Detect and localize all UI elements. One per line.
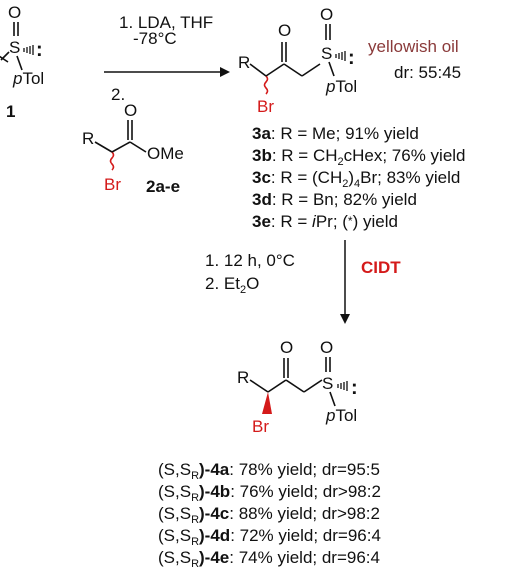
product4-hashed-bond [337, 381, 348, 391]
product4-br: Br [252, 417, 269, 436]
reagent2-r-bond [94, 141, 113, 153]
step2-cond1: 1. 12 h, 0°C [205, 251, 295, 270]
step1-cond1: 1. LDA, THF [119, 13, 213, 32]
product4-r-bond [249, 379, 269, 393]
reagent1-sulfur: S [9, 38, 20, 57]
step2-arrow-head [340, 314, 350, 324]
reagent1-tol-bond [16, 55, 23, 71]
step2-cond2: 2. Et2O [205, 274, 259, 296]
reagent2-ome: OMe [147, 144, 184, 163]
product4-lone-pair: : [351, 377, 358, 399]
reagent1-hashed-bond [23, 45, 34, 55]
entry-4a: (S,SR)-4a: 78% yield; dr=95:5 [158, 460, 380, 482]
product-3-structure: R Br O O S : pTol yellowish oil dr: 55:4… [238, 5, 461, 116]
product4-wedge-bond [262, 392, 272, 414]
product-4-entries: (S,SR)-4a: 78% yield; dr=95:5 (S,SR)-4b:… [158, 460, 381, 570]
product4-ptol: pTol [325, 406, 357, 425]
reagent1-ptol: pTol [12, 69, 44, 88]
entry-3c: 3c: R = (CH2)4Br; 83% yield [252, 168, 460, 190]
product4-r: R [237, 368, 249, 387]
step2-conditions: 1. 12 h, 0°C 2. Et2O CIDT [205, 240, 401, 324]
product4-o2: O [320, 338, 333, 357]
entry-4c: (S,SR)-4c: 88% yield; dr>98:2 [158, 504, 380, 526]
step1-cond2: 2. [111, 85, 125, 104]
step1-cond1b: -78°C [133, 29, 177, 48]
reagent1-lone-pair: : [36, 39, 43, 61]
product3-tol-bond [328, 61, 335, 77]
product4-s: S [322, 374, 333, 393]
entry-3b: 3b: R = CH2cHex; 76% yield [252, 146, 466, 168]
product-3-entries: 3a: R = Me; 91% yield 3b: R = CH2cHex; 7… [252, 124, 466, 231]
entry-4e: (S,SR)-4e: 74% yield; dr=96:4 [158, 548, 380, 570]
reagent2-br: Br [104, 175, 121, 194]
product3-lone-pair: : [348, 47, 355, 69]
product3-wavy-bond [263, 75, 269, 95]
product3-dr: dr: 55:45 [394, 63, 461, 82]
product3-ketone-bond [265, 63, 285, 77]
product3-cs-bond [301, 63, 321, 77]
entry-4d: (S,SR)-4d: 72% yield; dr=96:4 [158, 526, 381, 548]
step1-arrow-head [220, 67, 230, 77]
reagent1-label: 1 [6, 102, 15, 121]
product3-o2: O [320, 5, 333, 24]
product3-ptol: pTol [325, 77, 357, 96]
product3-hashed-bond [335, 51, 346, 61]
reagent2-wavy-bond [109, 151, 115, 171]
product3-r: R [238, 53, 250, 72]
product3-r-bond [249, 63, 267, 77]
reagent1-methyl-bond-vis [0, 51, 10, 61]
product4-ch2-bond [285, 379, 305, 393]
reagent2-label: 2a-e [146, 177, 180, 196]
reagent2-r: R [82, 129, 94, 148]
reagent1-oxygen: O [8, 3, 21, 22]
entry-3e: 3e: R = iPr; (*) yield [252, 212, 398, 231]
entry-3a: 3a: R = Me; 91% yield [252, 124, 419, 143]
reagent2-o: O [124, 101, 137, 120]
step1-conditions: 1. LDA, THF -78°C 2. [104, 13, 230, 104]
product3-ch2-bond [283, 63, 303, 77]
reagent2-carbonyl-bond [111, 141, 131, 153]
step2-cidt: CIDT [361, 258, 401, 277]
sulfoxide-reagent-1: O S : pTol 1 [0, 3, 44, 121]
product3-br: Br [257, 97, 274, 116]
product4-cs-bond [303, 379, 323, 393]
product4-tol-bond [329, 391, 336, 407]
reagent2-ester-bond [129, 141, 147, 153]
product3-s: S [321, 44, 332, 63]
entry-4b: (S,SR)-4b: 76% yield; dr>98:2 [158, 482, 381, 504]
product-4-structure: R Br O O S : pTol [237, 338, 358, 436]
product3-note: yellowish oil [368, 37, 459, 56]
product3-o1: O [278, 21, 291, 40]
entry-3d: 3d: R = Bn; 82% yield [252, 190, 417, 209]
bromoester-reagent-2: R Br O OMe 2a-e [82, 101, 184, 196]
product4-ketone-bond [267, 379, 287, 393]
product4-o1: O [280, 338, 293, 357]
